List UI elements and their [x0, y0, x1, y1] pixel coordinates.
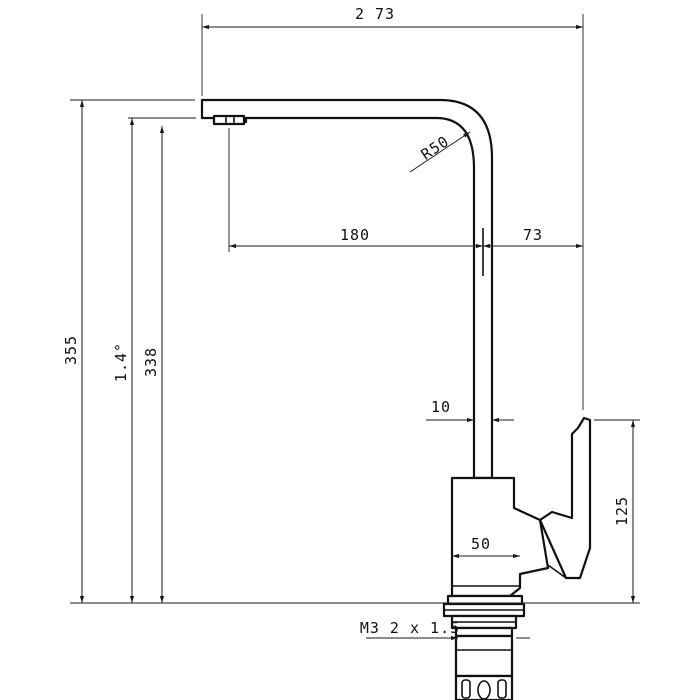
- label-reach: 180: [340, 226, 370, 244]
- threaded-shank: [442, 602, 526, 638]
- faucet-outline: [200, 98, 592, 700]
- label-overall-width: 2 73: [355, 5, 395, 23]
- aerator: [212, 114, 246, 126]
- faucet-body: [450, 476, 550, 598]
- label-handle-height: 125: [613, 496, 631, 526]
- label-spout-height: 338: [142, 347, 160, 377]
- label-overall-height: 355: [62, 335, 80, 365]
- lever-handle: [538, 416, 592, 580]
- label-tube-width: 10: [431, 398, 451, 416]
- label-radius: R50: [418, 132, 453, 164]
- hose-connector: [454, 634, 514, 700]
- dimension-labels: 2 73 355 1.4° 338 R50 180 73 10 125 50 M…: [62, 5, 631, 637]
- spout-and-riser: [200, 98, 494, 480]
- label-thread: M3 2 x 1.5: [360, 619, 460, 637]
- dimension-lines: [70, 14, 640, 641]
- label-tilt: 1.4°: [112, 342, 130, 382]
- label-body-width: 50: [471, 535, 491, 553]
- label-offset: 73: [523, 226, 543, 244]
